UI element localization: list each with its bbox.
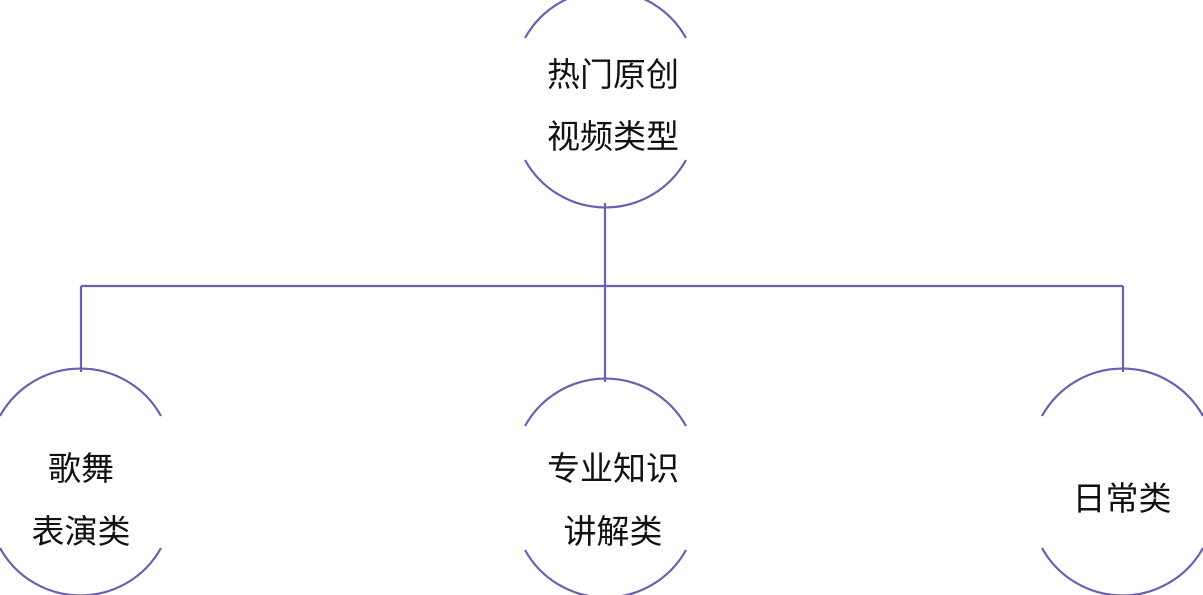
child-node-knowledge: 专业知识 讲解类 (524, 377, 687, 595)
child-node-knowledge-outline (524, 377, 687, 595)
child-node-daily-outline (1041, 367, 1203, 595)
child-label-knowledge-line1: 专业知识 (547, 449, 679, 488)
child-label-knowledge-line2: 讲解类 (564, 512, 663, 551)
child-node-song-dance-outline (0, 367, 162, 595)
connectors (79, 203, 1125, 382)
child-label-song-dance-line2: 表演类 (32, 512, 131, 551)
child-node-daily: 日常类 (1041, 367, 1203, 595)
child-label-song-dance-line1: 歌舞 (48, 449, 114, 488)
child-label-daily-line1: 日常类 (1073, 479, 1172, 518)
child-node-song-dance: 歌舞 表演类 (0, 367, 162, 595)
root-node-outline (524, 0, 687, 209)
root-label-line2: 视频类型 (547, 117, 679, 156)
root-node: 热门原创 视频类型 (524, 0, 687, 209)
root-label-line1: 热门原创 (547, 55, 679, 94)
